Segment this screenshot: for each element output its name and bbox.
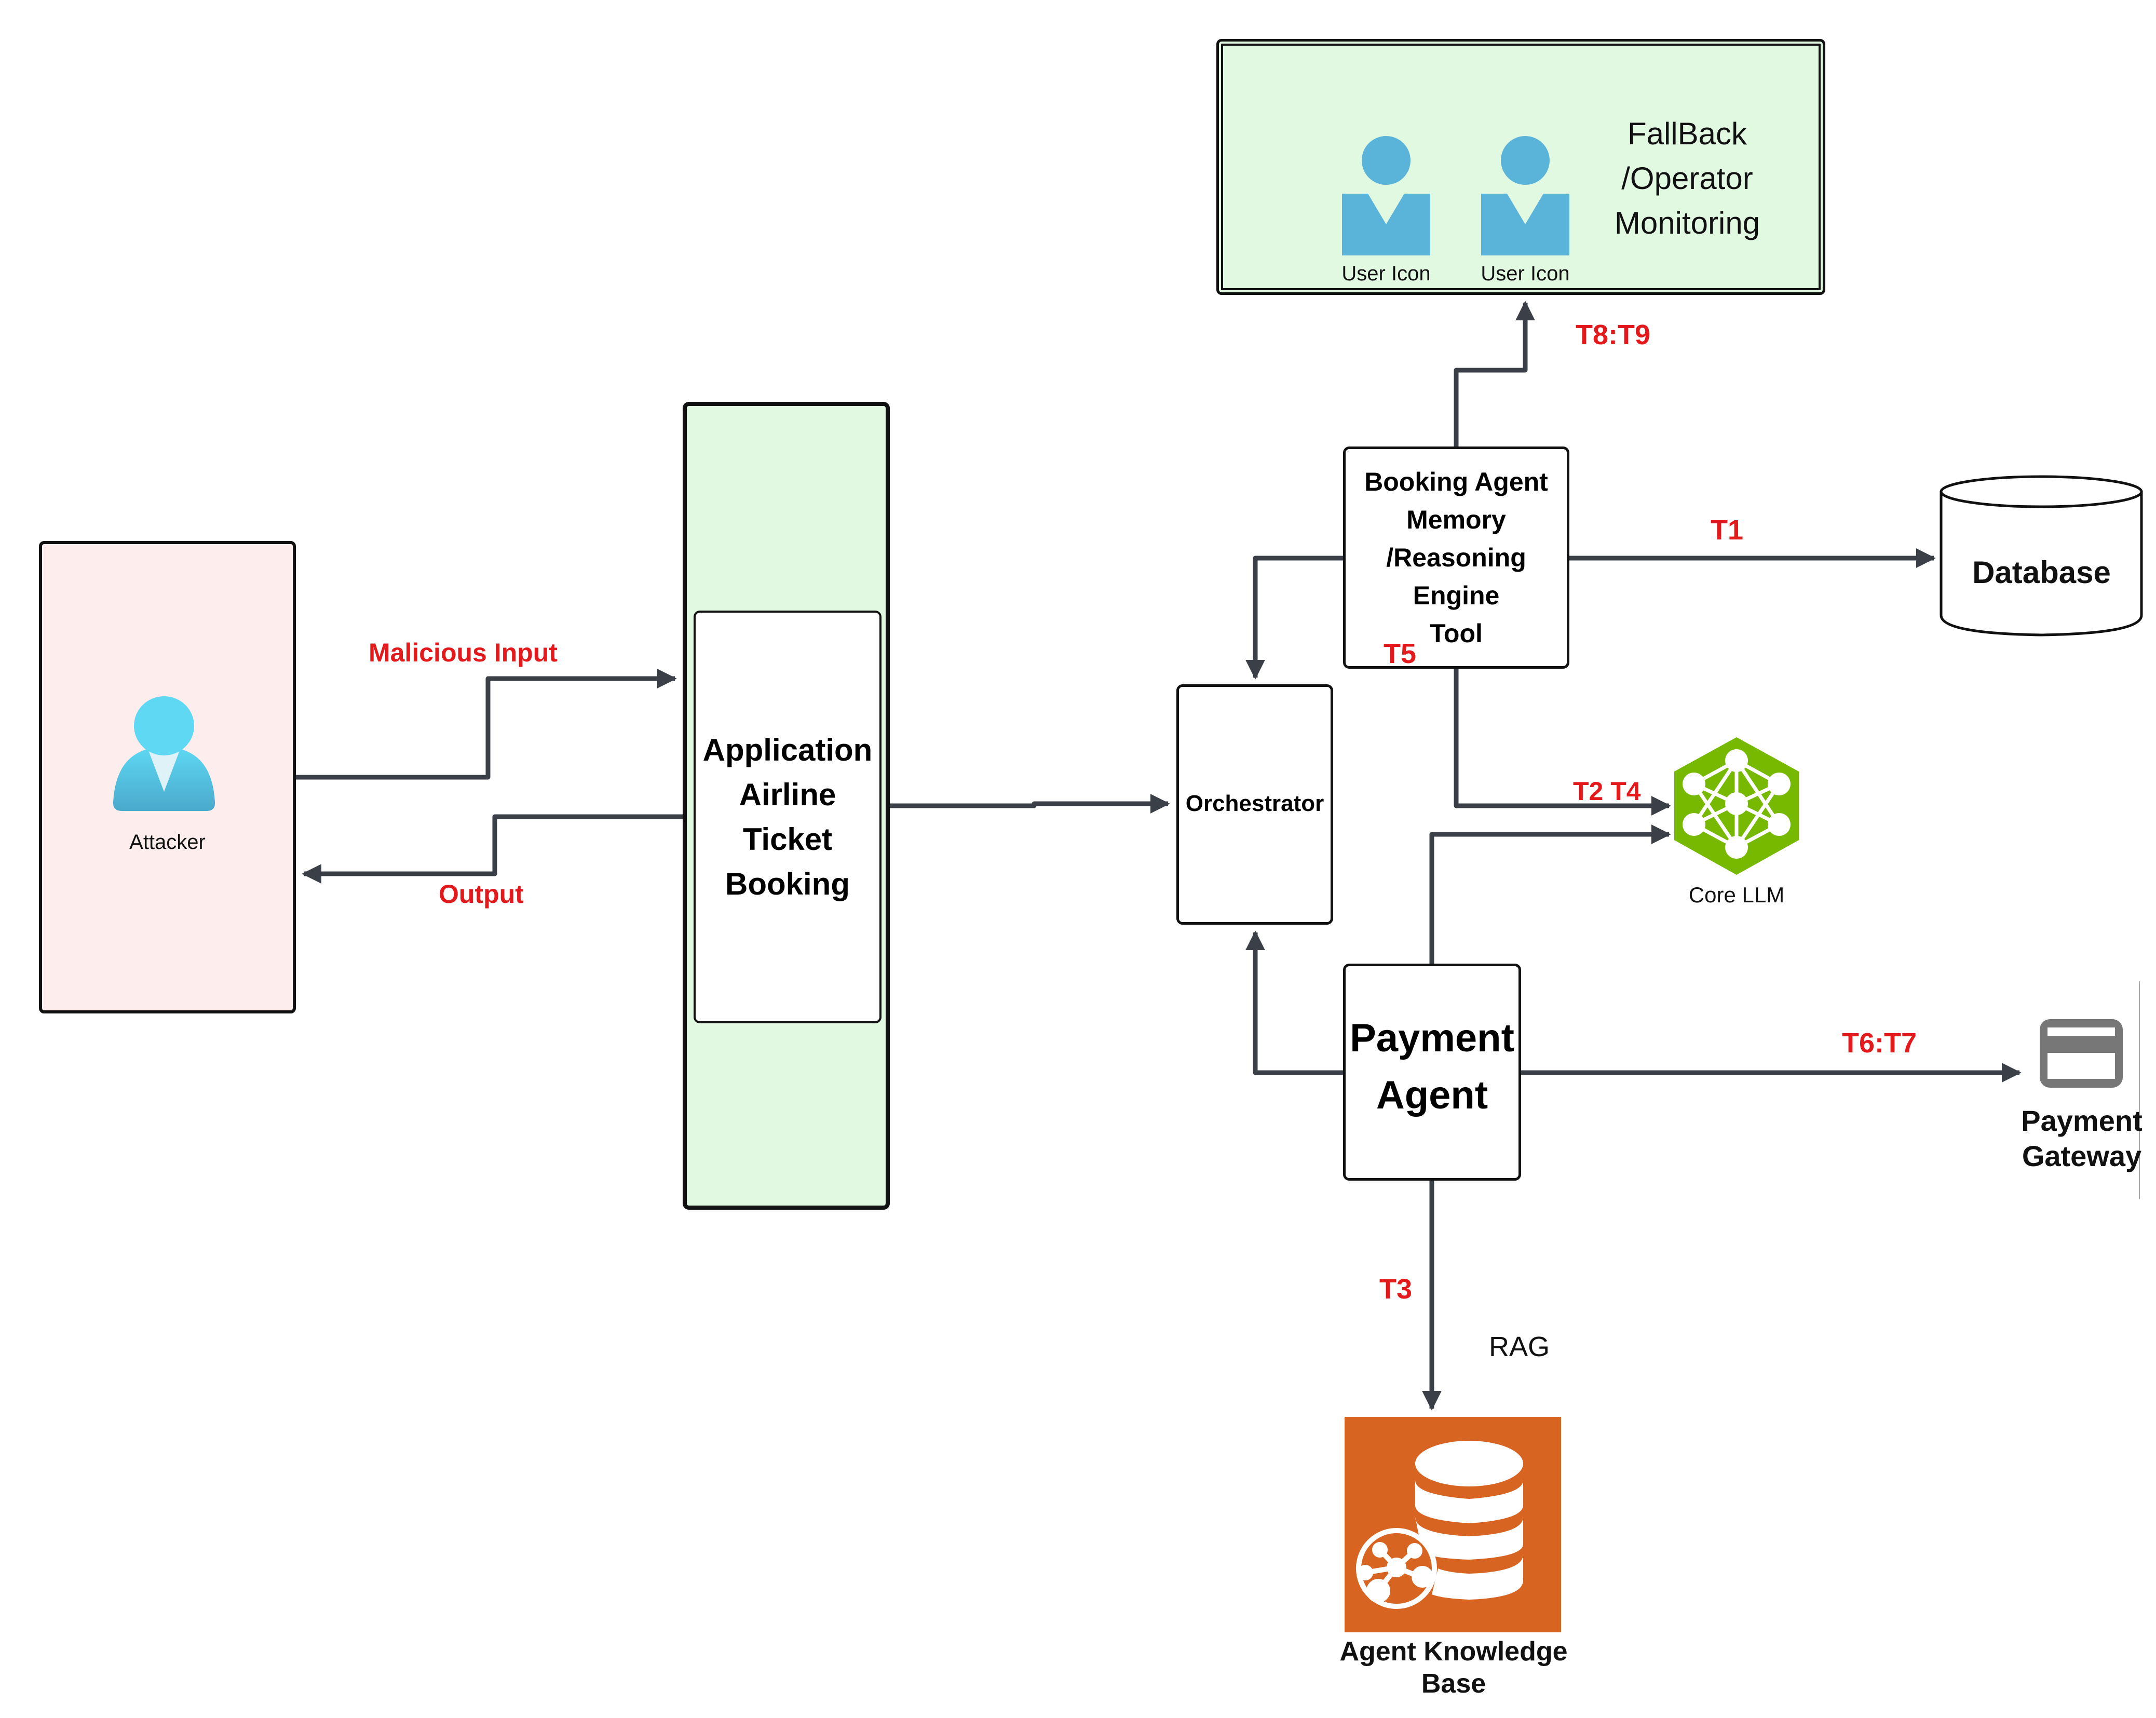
fallback-title: FallBack /Operator Monitoring — [1589, 112, 1786, 246]
neural-network-icon[interactable] — [1674, 737, 1799, 875]
edge-booking-to-llm — [1454, 669, 1671, 816]
edge-payment-to-orchestrator — [1245, 930, 1343, 1075]
knowledge-base-line: Base — [1421, 1669, 1486, 1699]
t2-t4-label: T2 T4 — [1573, 777, 1641, 806]
user-icon — [1342, 136, 1430, 255]
database-label: Database — [1972, 555, 2111, 590]
payment-gateway-line: Gateway — [2022, 1140, 2142, 1172]
booking-agent-line: Engine — [1413, 580, 1500, 610]
application-line: Ticket — [742, 821, 833, 857]
payment-agent-line: Payment — [1350, 1016, 1514, 1060]
application-line: Booking — [725, 866, 850, 901]
edge-booking-to-fallback — [1454, 301, 1535, 447]
user-icon-label: User Icon — [1481, 262, 1570, 285]
payment-gateway-line: Payment — [2021, 1104, 2143, 1137]
rag-label: RAG — [1489, 1331, 1550, 1362]
orchestrator-node[interactable]: Orchestrator — [1176, 684, 1333, 925]
user-icon-label: User Icon — [1341, 262, 1431, 285]
edge-output — [302, 814, 694, 884]
cylinder-database-icon[interactable] — [1939, 475, 2144, 641]
application-line: Airline — [739, 777, 836, 812]
person-icon — [113, 696, 215, 811]
booking-agent-line: /Reasoning — [1386, 543, 1526, 572]
payment-agent-line: Agent — [1376, 1073, 1488, 1117]
booking-agent-line: Booking Agent — [1364, 467, 1548, 496]
application-line: Application — [702, 732, 873, 767]
attacker-label: Attacker — [129, 831, 206, 854]
payment-agent-node[interactable]: Payment Agent — [1343, 964, 1521, 1181]
fallback-title-line: /Operator — [1621, 161, 1753, 196]
t6-t7-label: T6:T7 — [1842, 1027, 1917, 1059]
knowledge-base-line: Agent Knowledge — [1339, 1636, 1568, 1667]
edge-app-to-orchestrator — [890, 794, 1170, 814]
payment-gateway-boundary — [2139, 981, 2140, 1199]
edge-payment-to-llm — [1429, 824, 1671, 964]
credit-card-icon[interactable] — [2040, 1019, 2123, 1088]
core-llm-label: Core LLM — [1688, 883, 1785, 907]
malicious-input-label: Malicious Input — [369, 638, 558, 667]
edge-booking-to-orchestrator — [1245, 556, 1343, 680]
application-node[interactable]: Application Airline Ticket Booking — [694, 611, 882, 1023]
fallback-title-line: FallBack — [1627, 116, 1747, 151]
output-label: Output — [439, 880, 524, 909]
booking-agent-line: Tool — [1430, 618, 1483, 648]
t1-label: T1 — [1711, 515, 1744, 546]
payment-gateway-label: Payment Gateway — [2014, 1103, 2149, 1174]
t5-label: T5 — [1384, 638, 1417, 669]
fallback-title-line: Monitoring — [1614, 206, 1760, 240]
knowledge-base-label: Agent Knowledge Base — [1293, 1635, 1615, 1700]
t3-label: T3 — [1379, 1274, 1413, 1305]
database-network-icon[interactable] — [1345, 1417, 1561, 1632]
user-icon — [1481, 136, 1569, 255]
edge-malicious-input — [296, 669, 677, 780]
booking-agent-line: Memory — [1406, 505, 1506, 534]
orchestrator-label: Orchestrator — [1185, 791, 1324, 816]
booking-agent-node[interactable]: Booking Agent Memory /Reasoning Engine T… — [1343, 447, 1569, 669]
t8-t9-label: T8:T9 — [1576, 319, 1651, 350]
